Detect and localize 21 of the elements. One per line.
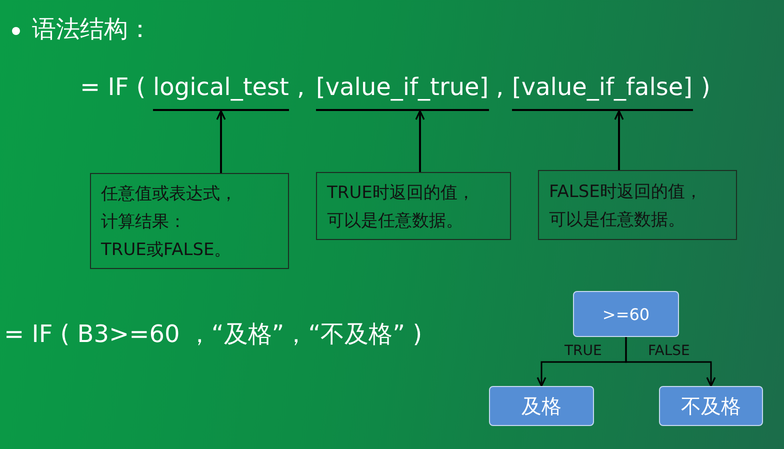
arrow	[216, 110, 226, 173]
result-box: 不及格	[659, 386, 763, 426]
note-box: FALSE时返回的值，可以是任意数据。	[538, 170, 737, 240]
formula-text: )	[701, 73, 710, 102]
formula-text: ,	[496, 73, 504, 102]
edge-label: TRUE	[564, 343, 602, 360]
arrow	[625, 337, 716, 387]
formula-text: ,	[297, 73, 305, 102]
underlined-argument: [value_if_false]	[512, 73, 692, 111]
heading: 语法结构：	[32, 14, 152, 45]
note-box: 任意值或表达式，计算结果：TRUE或FALSE。	[90, 173, 289, 269]
underlined-argument: [value_if_true]	[316, 73, 489, 111]
formula-text: = IF (	[80, 73, 146, 102]
formula-text: = IF ( B3>=60 ，“及格”，“不及格” )	[4, 319, 422, 350]
result-box: 及格	[489, 386, 594, 426]
note-box: TRUE时返回的值，可以是任意数据。	[316, 172, 511, 240]
arrow	[415, 110, 425, 172]
edge-label: FALSE	[648, 343, 690, 360]
underlined-argument: logical_test	[153, 73, 289, 111]
condition-box: >=60	[573, 291, 679, 337]
arrow	[614, 110, 624, 170]
